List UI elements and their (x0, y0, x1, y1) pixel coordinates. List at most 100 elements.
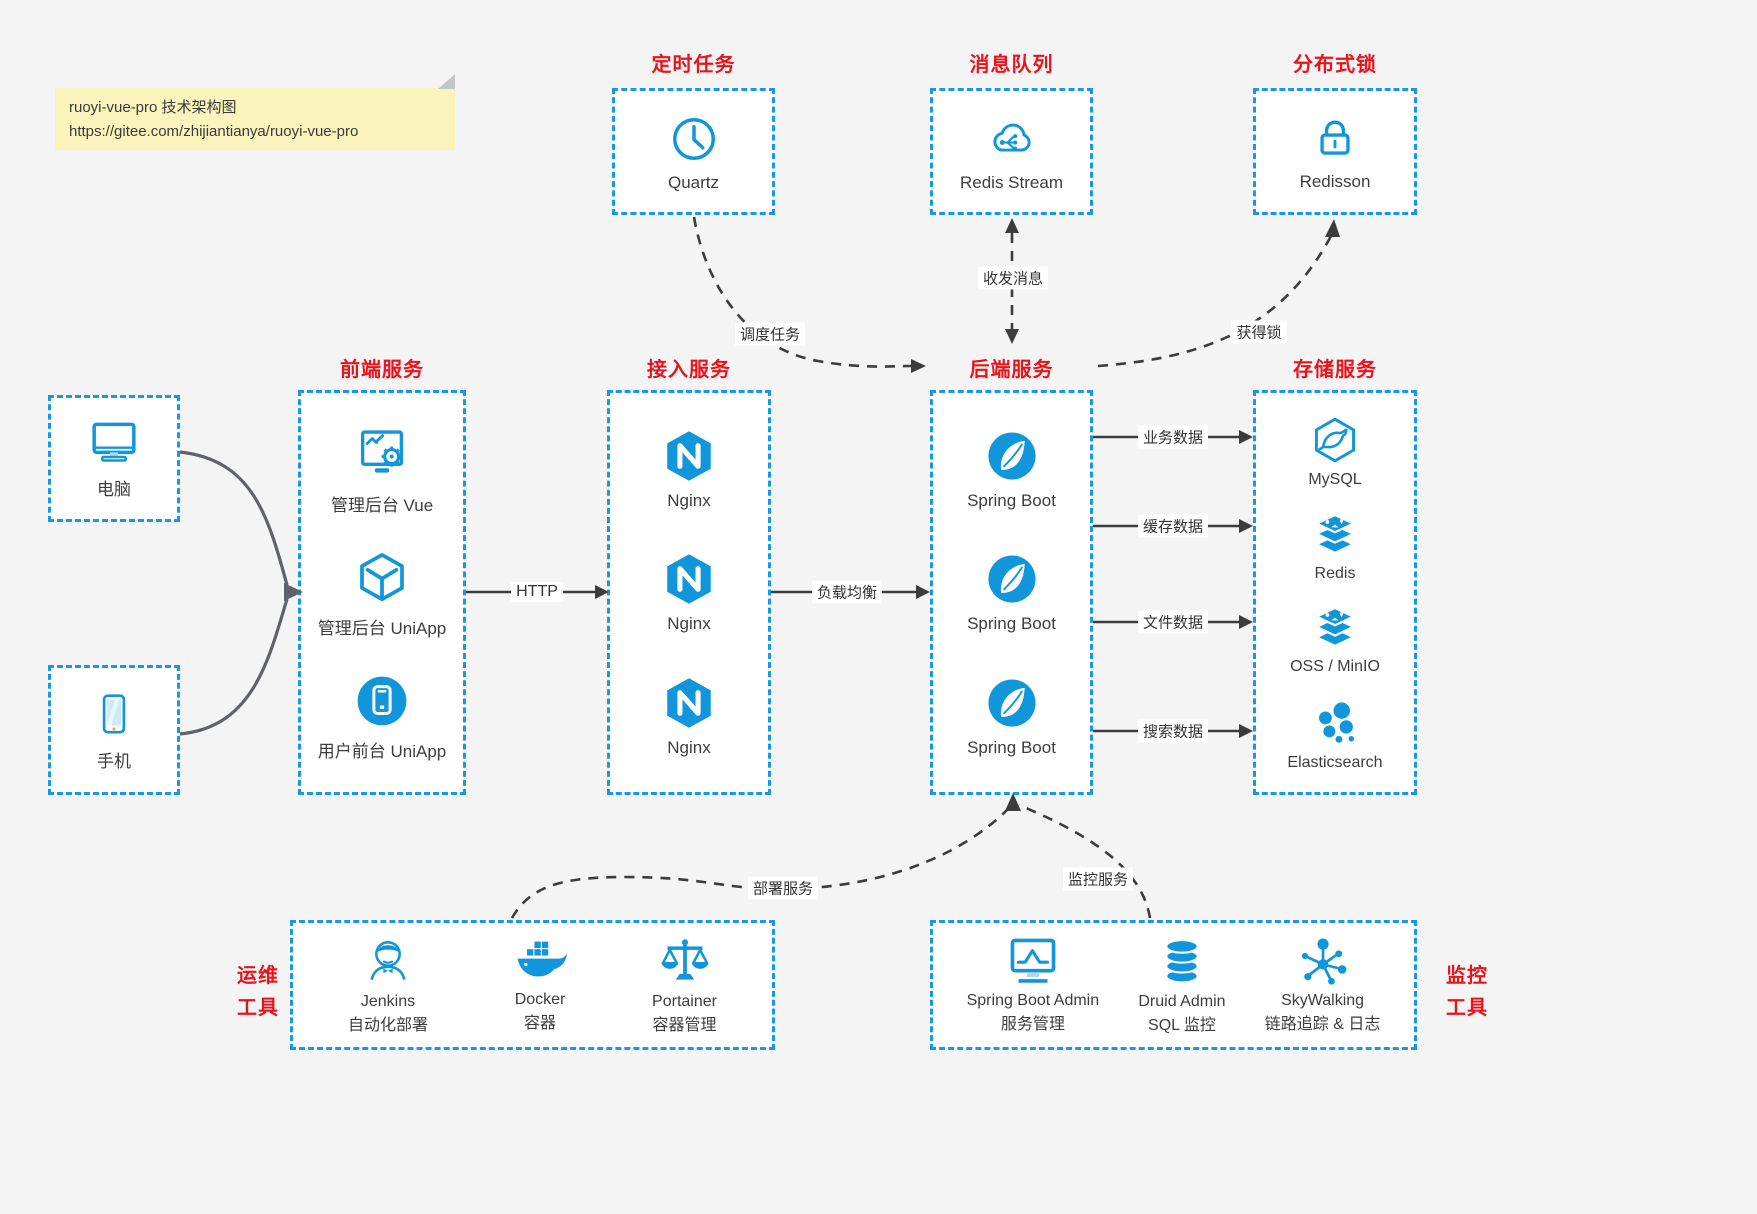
cloud-network-icon (993, 123, 1032, 152)
portainer-name: Portainer (652, 993, 717, 1011)
edge-send-receive-arrowhead-up (1005, 218, 1019, 233)
note-url: https://gitee.com/zhijiantianya/ruoyi-vu… (69, 123, 359, 140)
quartz-label: Quartz (667, 172, 720, 192)
elasticsearch-label: Elasticsearch (1287, 754, 1383, 772)
user-uniapp-item: 用户前台 UniApp (318, 671, 446, 762)
edge-computer-frontend (179, 450, 289, 586)
nginx-item-3: Nginx (660, 674, 718, 758)
redis-item: Redis (1309, 509, 1361, 583)
redis-stack-icon (1315, 513, 1355, 554)
edge-cache-data-arrowhead (1239, 519, 1253, 533)
storage-stack-icon (1315, 607, 1355, 648)
spring-boot-icon (987, 555, 1036, 604)
note-title: ruoyi-vue-pro 技术架构图 (69, 99, 237, 116)
druid-item: Druid Admin SQL 监控 (1138, 933, 1226, 1036)
computer-label: 电脑 (97, 480, 131, 499)
jenkins-name: Jenkins (360, 993, 416, 1011)
jenkins-item: Jenkins 自动化部署 (348, 933, 428, 1036)
sticky-note: ruoyi-vue-pro 技术架构图 https://gitee.com/zh… (55, 74, 455, 150)
redis-stream-label: Redis Stream (960, 172, 1063, 192)
docker-item: Docker 容器 (510, 935, 570, 1034)
load-balance-label: 负载均衡 (811, 580, 883, 604)
gateway-box: Nginx Nginx Nginx (607, 390, 771, 795)
distributed-lock-title: 分布式锁 (1293, 54, 1377, 76)
spring-boot-admin-desc: 服务管理 (1000, 1016, 1065, 1033)
storage-title: 存储服务 (1293, 359, 1377, 381)
http-label: HTTP (511, 582, 563, 602)
uniapp-cube-icon (360, 553, 404, 602)
spring-boot-admin-item: Spring Boot Admin 服务管理 (966, 934, 1100, 1035)
user-app-icon (357, 676, 407, 726)
send-receive-label: 收发消息 (977, 266, 1049, 290)
scheduler-box: Quartz (612, 88, 775, 215)
quartz-item: Quartz (666, 111, 722, 193)
backend-title: 后端服务 (969, 359, 1054, 381)
desktop-icon (92, 422, 136, 462)
frontend-box: 管理后台 Vue 管理后台 UniApp 用户前台 UniApp (298, 390, 466, 795)
deploy-service-label: 部署服务 (747, 876, 819, 900)
edge-deploy-service (510, 807, 1010, 919)
clock-icon (672, 117, 715, 160)
user-uniapp-label: 用户前台 UniApp (317, 742, 447, 761)
message-queue-box: Redis Stream (930, 88, 1093, 215)
edge-search-data-arrowhead (1239, 724, 1253, 738)
admin-vue-label: 管理后台 Vue (330, 496, 434, 515)
nginx-label: Nginx (667, 614, 711, 634)
admin-uniapp-label: 管理后台 UniApp (317, 619, 447, 638)
message-queue-title: 消息队列 (969, 54, 1054, 76)
mysql-icon (1314, 417, 1356, 463)
spring-boot-label: Spring Boot (967, 614, 1056, 634)
phone-label: 手机 (97, 751, 131, 771)
acquire-lock-label: 获得锁 (1231, 320, 1287, 344)
nginx-label: Nginx (667, 738, 711, 758)
computer-item: 电脑 (86, 417, 142, 500)
phone-item: 手机 (89, 689, 139, 772)
nginx-item-1: Nginx (660, 427, 718, 511)
redisson-label: Redisson (1299, 171, 1371, 191)
smartphone-icon (102, 693, 126, 734)
nginx-label: Nginx (667, 490, 711, 510)
oss-minio-label: OSS / MinIO (1290, 658, 1380, 676)
spring-boot-icon (987, 432, 1036, 480)
note-fold-corner (438, 74, 455, 89)
spring-boot-item-3: Spring Boot (967, 674, 1056, 758)
docker-name: Docker (514, 991, 566, 1009)
edge-send-receive-arrowhead-down (1005, 329, 1019, 344)
edge-acquire-lock (1097, 235, 1333, 368)
cache-data-label: 缓存数据 (1137, 514, 1209, 538)
file-data-label: 文件数据 (1137, 610, 1209, 634)
phone-box: 手机 (48, 665, 180, 795)
elasticsearch-icon (1316, 700, 1357, 745)
skywalking-desc: 链路追踪 & 日志 (1264, 1016, 1381, 1033)
admin-uniapp-item: 管理后台 UniApp (318, 548, 446, 639)
docker-icon (517, 942, 567, 977)
spring-boot-item-1: Spring Boot (967, 427, 1056, 511)
scheduler-title: 定时任务 (651, 54, 736, 76)
portainer-item: Portainer 容器管理 (652, 933, 717, 1036)
docker-desc: 容器 (524, 1015, 557, 1032)
admin-vue-item: 管理后台 Vue (331, 423, 433, 516)
spring-boot-item-2: Spring Boot (967, 550, 1056, 634)
druid-name: Druid Admin (1138, 993, 1226, 1011)
edge-business-data-arrowhead (1239, 430, 1253, 444)
oss-minio-item: OSS / MinIO (1290, 602, 1380, 676)
mysql-label: MySQL (1308, 470, 1362, 488)
edge-file-data-arrowhead (1239, 615, 1253, 629)
mysql-item: MySQL (1308, 413, 1362, 489)
portainer-icon (661, 939, 708, 981)
edge-deploy-monitor-arrowhead (1005, 793, 1021, 811)
jenkins-icon (370, 941, 406, 981)
spring-boot-label: Spring Boot (967, 490, 1056, 510)
edge-load-balance-arrowhead (916, 585, 930, 599)
spring-boot-admin-name: Spring Boot Admin (966, 992, 1100, 1010)
skywalking-item: SkyWalking 链路追踪 & 日志 (1264, 934, 1381, 1035)
druid-desc: SQL 监控 (1148, 1017, 1216, 1034)
lock-icon (1320, 120, 1350, 155)
spring-boot-icon (987, 679, 1036, 727)
elasticsearch-item: Elasticsearch (1287, 696, 1383, 772)
nginx-item-2: Nginx (660, 550, 718, 634)
edge-phone-frontend (179, 598, 289, 736)
portainer-desc: 容器管理 (652, 1017, 717, 1034)
